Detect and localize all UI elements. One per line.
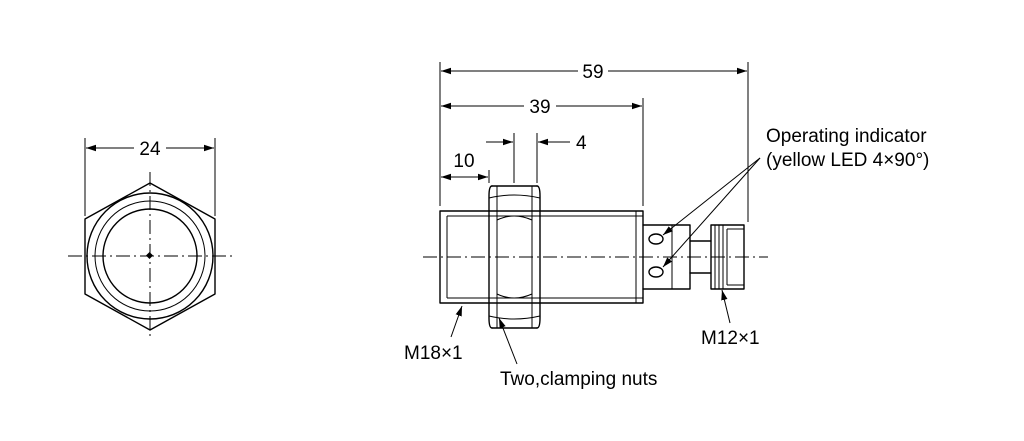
label-operating-indicator: Operating indicator bbox=[766, 126, 927, 147]
leader-led-bottom bbox=[662, 157, 761, 268]
dim-24-value: 24 bbox=[139, 139, 161, 160]
dim-4-value: 4 bbox=[576, 133, 587, 154]
dim-39-value: 39 bbox=[529, 97, 550, 118]
led-window-bottom bbox=[648, 266, 664, 278]
leader-led-top bbox=[662, 157, 761, 236]
dim-59-value: 59 bbox=[582, 62, 603, 83]
label-clamping-nuts: Two,clamping nuts bbox=[500, 369, 657, 390]
leader-m12 bbox=[721, 289, 731, 324]
label-thread-m12: M12×1 bbox=[701, 328, 760, 349]
led-window-top bbox=[648, 233, 664, 245]
label-led-spec: (yellow LED 4×90°) bbox=[766, 150, 929, 171]
leader-nuts bbox=[498, 317, 518, 365]
label-thread-m18: M18×1 bbox=[404, 343, 463, 364]
front-view: 24 bbox=[68, 138, 233, 340]
dim-10-value: 10 bbox=[453, 151, 474, 172]
sensor-body bbox=[439, 210, 644, 304]
side-view: 59 39 4 10 Operating indicator (yellow L… bbox=[404, 62, 929, 390]
leader-m18 bbox=[450, 305, 463, 338]
